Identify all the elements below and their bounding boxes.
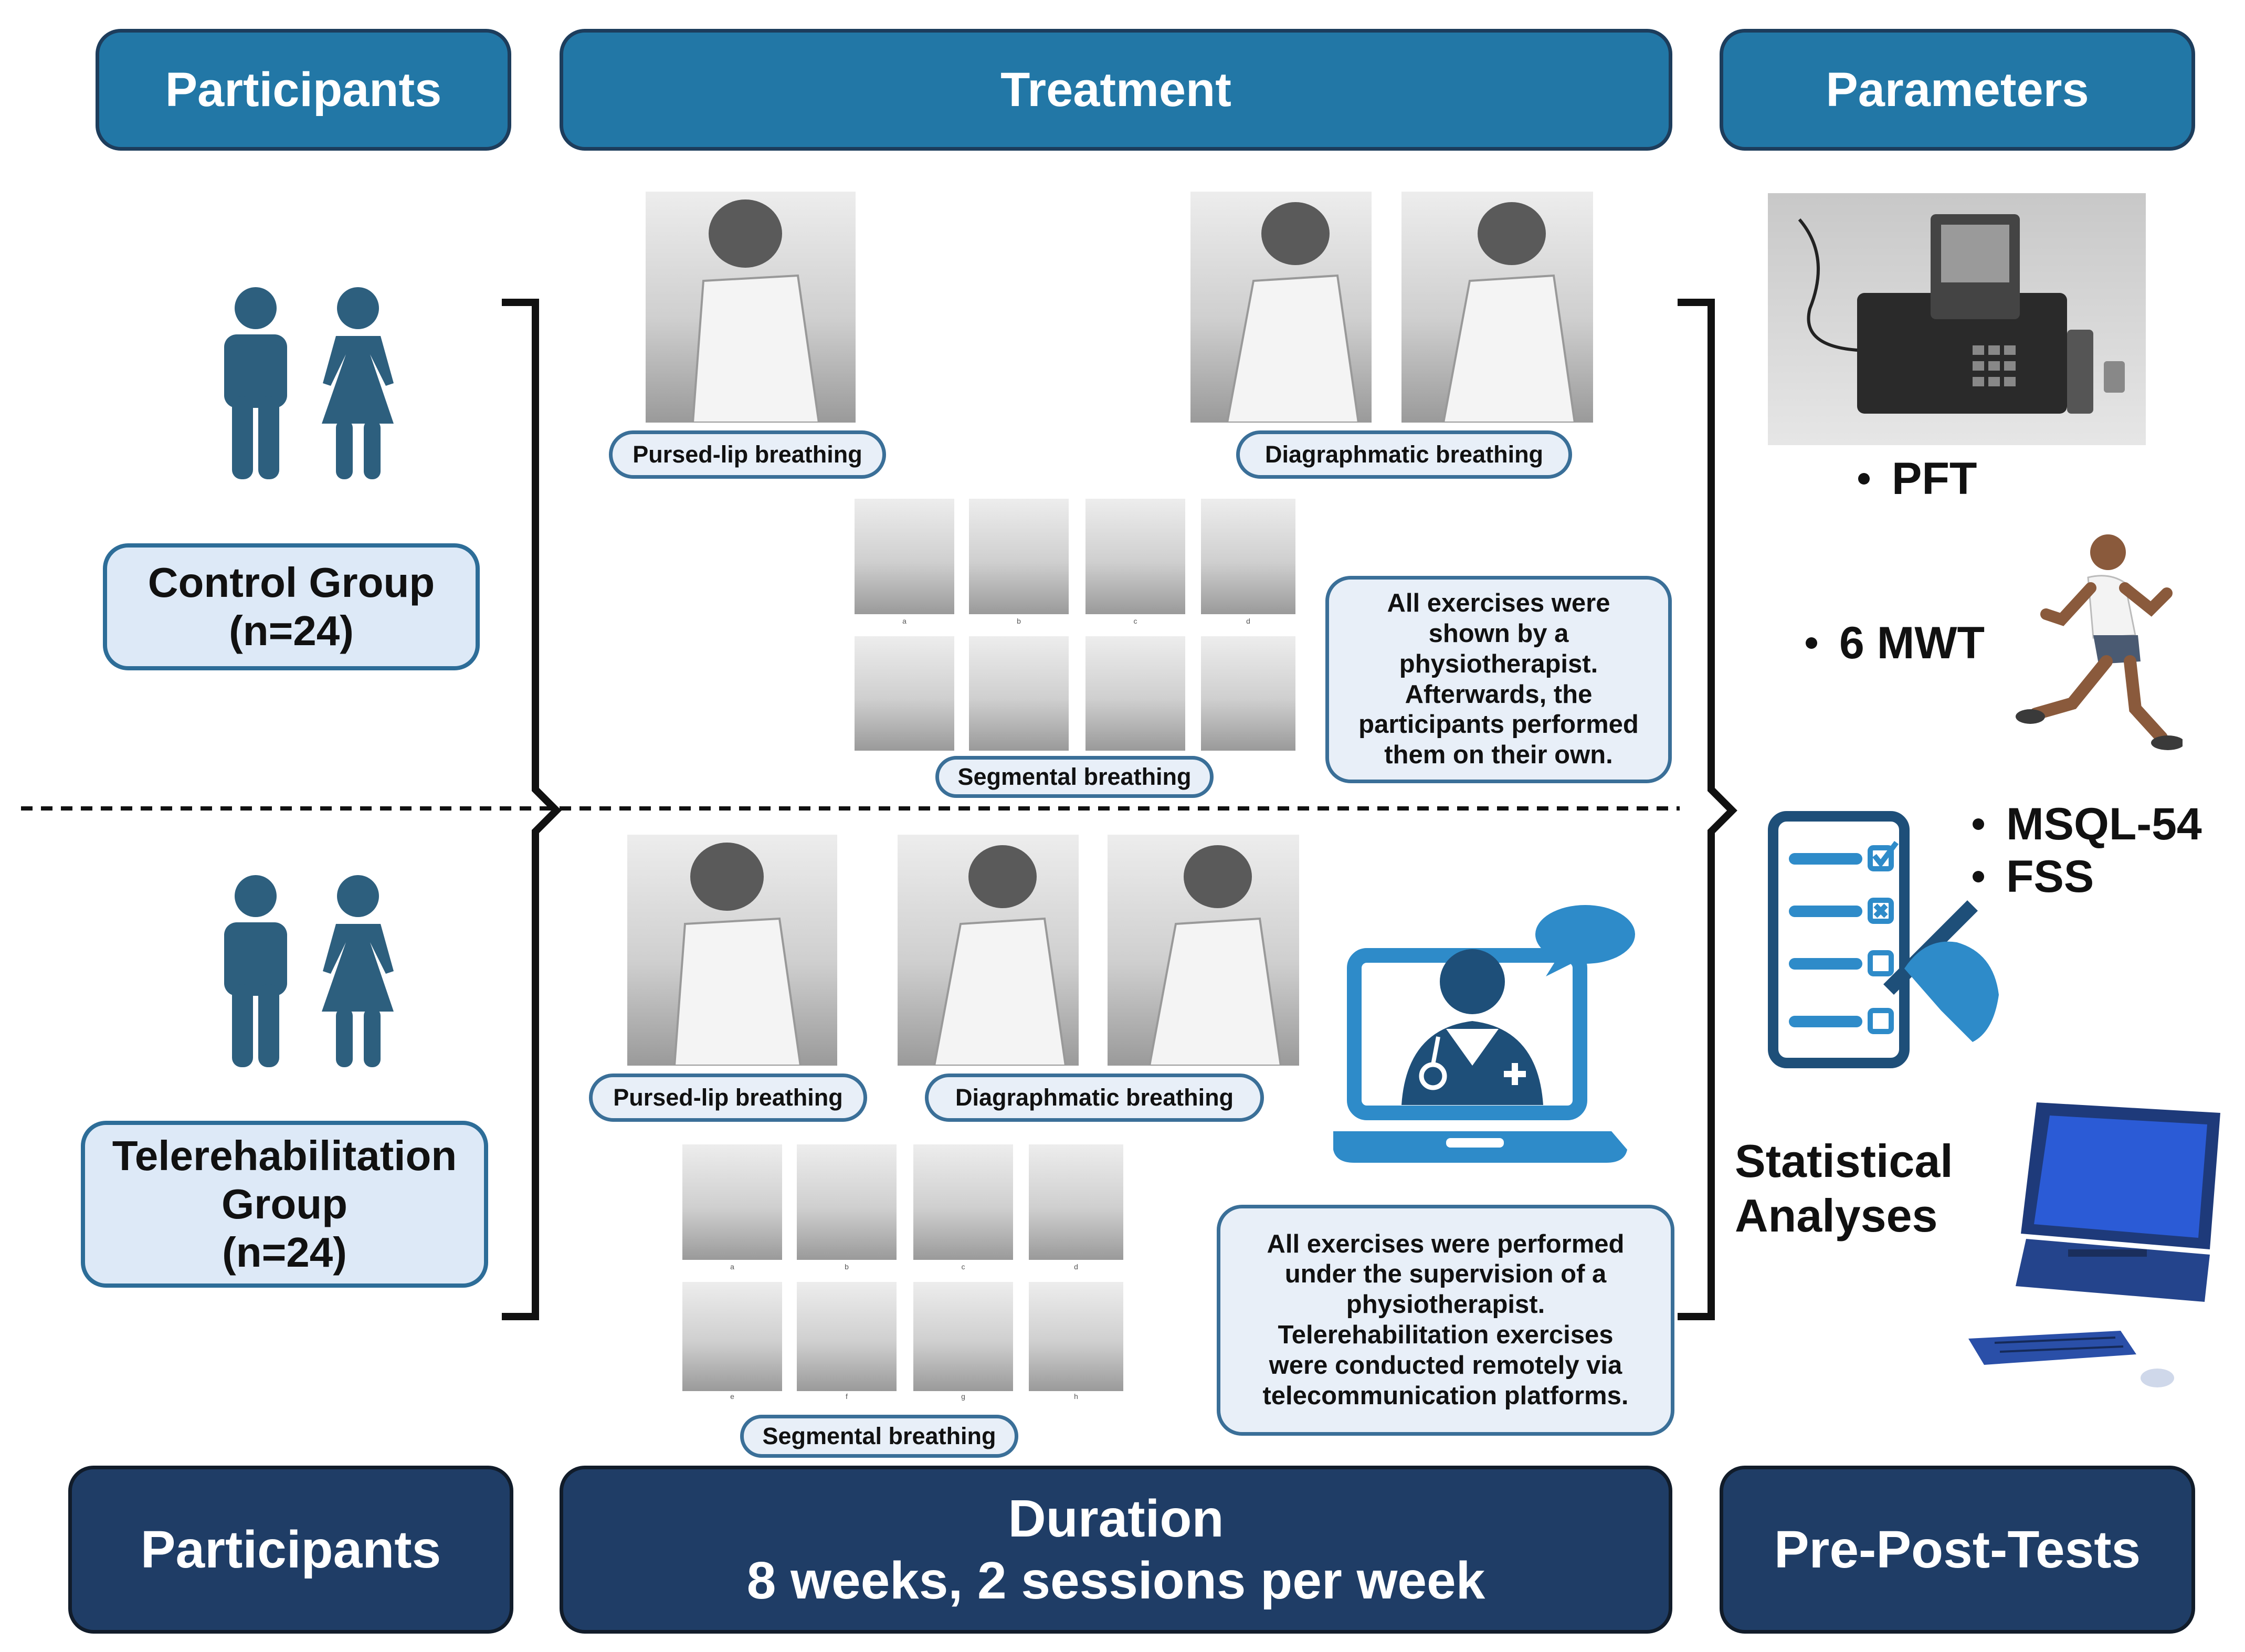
- label-pursed-lip-tele: Pursed-lip breathing: [589, 1074, 867, 1122]
- segmental-photo-e: [682, 1282, 782, 1391]
- segmental-photo-b: [969, 499, 1069, 614]
- segmental-photo-d: [1201, 499, 1295, 614]
- people-icon-tele: [224, 875, 394, 1067]
- segmental-photo-c: [1085, 499, 1185, 614]
- footer-duration: Duration 8 weeks, 2 sessions per week: [560, 1466, 1672, 1634]
- bullet: [1806, 637, 1817, 649]
- footer-participants: Participants: [68, 1466, 513, 1634]
- segmental-photo-h: [1029, 1282, 1123, 1391]
- segmental-photo-g: [913, 1282, 1013, 1391]
- spirometer-photo: [1768, 193, 2146, 445]
- bullet: [1858, 473, 1870, 485]
- segmental-photo-f: [797, 1282, 897, 1391]
- footer-prepost: Pre-Post-Tests: [1720, 1466, 2195, 1634]
- bullet: [1973, 818, 1984, 830]
- segmental-photos-tele: a b c d e f g h: [682, 1144, 1123, 1402]
- left-bracket: [502, 299, 562, 1320]
- right-bracket: [1678, 299, 1737, 1320]
- photo-diaphragmatic-1-tele: [898, 835, 1079, 1066]
- segmental-photo-b: [797, 1144, 897, 1260]
- photo-letter: a: [902, 617, 907, 625]
- param-msql54: MSQL-54: [1973, 798, 2202, 850]
- segmental-photo-f: [969, 636, 1069, 751]
- photo-letter: e: [730, 1392, 734, 1401]
- segmental-photo-a: [682, 1144, 782, 1260]
- label-segmental-tele: Segmental breathing: [740, 1415, 1018, 1458]
- header-parameters: Parameters: [1720, 29, 2195, 151]
- tele-group-box: Telerehabilitation Group (n=24): [81, 1121, 488, 1288]
- header-participants: Participants: [96, 29, 511, 151]
- telemedicine-laptop-icon: [1333, 905, 1635, 1163]
- photo-letter: f: [846, 1392, 848, 1401]
- photo-letter: c: [961, 1262, 965, 1271]
- questionnaire-icon: [1768, 811, 1999, 1068]
- photo-letter: a: [730, 1262, 734, 1271]
- note-control: All exercises were shown by a physiother…: [1325, 576, 1672, 783]
- photo-diaphragmatic-1-control: [1190, 192, 1372, 423]
- label-diaphragmatic-control: Diagraphmatic breathing: [1236, 430, 1572, 479]
- segmental-photo-a: [855, 499, 954, 614]
- segmental-photo-c: [913, 1144, 1013, 1260]
- photo-diaphragmatic-2-tele: [1108, 835, 1299, 1066]
- note-tele: All exercises were performed under the s…: [1217, 1205, 1674, 1436]
- photo-letter: d: [1246, 617, 1250, 625]
- people-icon-control: [224, 287, 394, 479]
- param-6mwt: 6 MWT: [1806, 617, 1985, 669]
- segmental-photos-control: a b c d: [855, 499, 1295, 751]
- control-group-box: Control Group (n=24): [103, 543, 480, 670]
- label-pursed-lip-control: Pursed-lip breathing: [609, 430, 886, 479]
- header-treatment: Treatment: [560, 29, 1672, 151]
- label-segmental-control: Segmental breathing: [935, 756, 1214, 798]
- segmental-photo-e: [855, 636, 954, 751]
- statistical-analyses-label: Statistical Analyses: [1735, 1135, 1953, 1241]
- segmental-photo-g: [1085, 636, 1185, 751]
- photo-letter: d: [1074, 1262, 1078, 1271]
- bullet: [1973, 871, 1984, 882]
- runner-icon: [2016, 534, 2183, 750]
- photo-letter: b: [1017, 617, 1021, 625]
- computer-icon: [1968, 1102, 2220, 1387]
- photo-pursed-lip-control: [646, 192, 856, 423]
- photo-letter: c: [1133, 617, 1137, 625]
- photo-diaphragmatic-2-control: [1401, 192, 1593, 423]
- param-pft: PFT: [1858, 453, 1977, 505]
- label-diaphragmatic-tele: Diagraphmatic breathing: [925, 1074, 1264, 1122]
- photo-letter: h: [1074, 1392, 1078, 1401]
- photo-pursed-lip-tele: [627, 835, 837, 1066]
- group-divider: [21, 806, 1680, 811]
- segmental-photo-d: [1029, 1144, 1123, 1260]
- photo-letter: b: [845, 1262, 849, 1271]
- param-fss: FSS: [1973, 850, 2094, 903]
- photo-letter: g: [961, 1392, 965, 1401]
- segmental-photo-h: [1201, 636, 1295, 751]
